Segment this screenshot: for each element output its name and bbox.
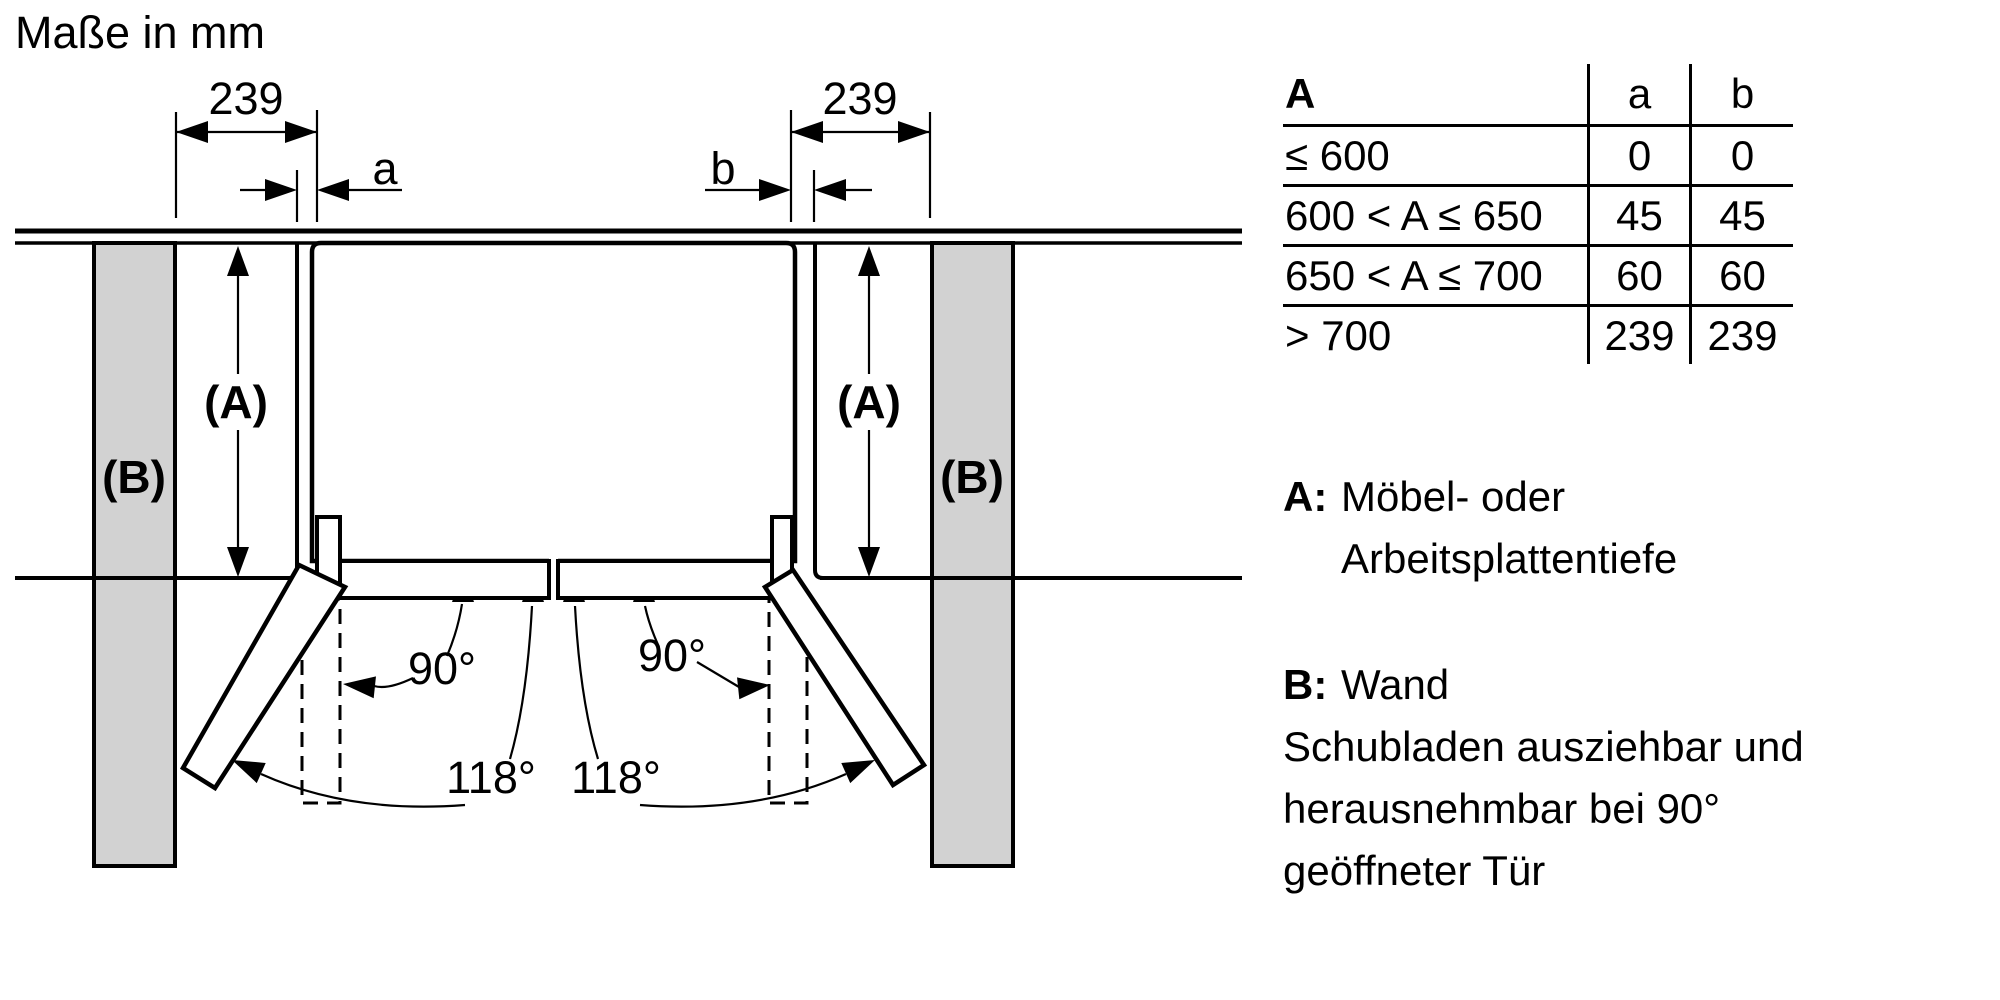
angle-90-left-label: 90°	[408, 643, 476, 694]
right-door-open-118	[761, 566, 928, 789]
table-cell-b: 45	[1689, 187, 1793, 244]
depth-label-right: (A)	[837, 376, 901, 428]
legend-text-A-line2: Arbeitsplattentiefe	[1341, 535, 1678, 582]
table-cell-a: 0	[1587, 127, 1689, 184]
clearance-table: A a b ≤ 600 0 0 600 < A ≤ 650 45 45 650 …	[1283, 64, 1793, 364]
legend-key-B: B:	[1283, 661, 1328, 708]
table-row: > 700 239 239	[1283, 307, 1793, 364]
right-wall-column	[930, 241, 1015, 868]
dim-239-right-label: 239	[822, 73, 897, 124]
depth-arrowheads	[227, 246, 880, 577]
legend: A: Möbel- oder Arbeitsplattentiefe B: Wa…	[1283, 466, 1943, 902]
table-cell-range: ≤ 600	[1285, 131, 1390, 179]
legend-note-line1: Schubladen ausziehbar und	[1283, 723, 1804, 770]
depth-label-left: (A)	[204, 376, 268, 428]
fridge-body	[309, 240, 798, 564]
table-row: ≤ 600 0 0	[1283, 127, 1793, 187]
table-cell-b: 60	[1689, 247, 1793, 304]
legend-entry-B: B: Wand	[1283, 654, 1943, 716]
left-90-side-leader	[373, 677, 414, 689]
table-cell-a: 60	[1587, 247, 1689, 304]
table-header-a: a	[1587, 64, 1689, 124]
dimension-a	[240, 170, 402, 222]
table-header-range: A	[1285, 70, 1316, 117]
table-cell-b: 239	[1689, 307, 1793, 364]
angle-118-left-label: 118°	[446, 752, 536, 803]
right-118-door-leader	[573, 605, 600, 760]
table-cell-range: 650 < A ≤ 700	[1285, 251, 1543, 299]
legend-entry-A: A: Möbel- oder Arbeitsplattentiefe	[1283, 466, 1943, 590]
angle-90-right-label: 90°	[638, 630, 706, 681]
left-118-door-leader	[508, 605, 534, 760]
table-row: 650 < A ≤ 700 60 60	[1283, 247, 1793, 307]
legend-key-A: A:	[1283, 473, 1328, 520]
legend-note-line3: geöffneter Tür	[1283, 847, 1546, 894]
legend-text-A: Möbel- oder Arbeitsplattentiefe	[1341, 466, 1943, 590]
legend-text-A-line1: Möbel- oder	[1341, 473, 1566, 520]
legend-text-B: Wand	[1341, 661, 1450, 708]
table-cell-a: 45	[1587, 187, 1689, 244]
table-header-b: b	[1689, 64, 1793, 124]
table-row: 600 < A ≤ 650 45 45	[1283, 187, 1793, 247]
left-cabinet-edge	[288, 243, 299, 580]
dimension-arrowheads	[176, 121, 930, 201]
left-door-closed	[338, 559, 551, 600]
right-118-arc	[639, 772, 847, 808]
angle-118-right-label: 118°	[571, 752, 661, 803]
dim-a-label: a	[372, 143, 398, 194]
wall-label-left: (B)	[102, 451, 166, 503]
table-cell-range: > 700	[1285, 311, 1392, 359]
wall-label-right: (B)	[940, 451, 1004, 503]
right-cabinet-edge	[813, 243, 824, 580]
left-wall-column	[92, 241, 177, 868]
dim-239-left-label: 239	[208, 73, 283, 124]
right-90-side-leader	[696, 661, 740, 688]
right-90-door-leader	[643, 605, 661, 648]
right-door-closed	[556, 559, 774, 600]
left-90-door-leader	[445, 603, 464, 657]
table-cell-b: 0	[1689, 127, 1793, 184]
angle-leaders	[260, 603, 847, 808]
left-118-arc	[260, 772, 466, 808]
legend-note-line2: herausnehmbar bei 90°	[1283, 785, 1721, 832]
table-cell-range: 600 < A ≤ 650	[1285, 191, 1543, 239]
dimension-b	[705, 170, 872, 222]
legend-spacer	[1283, 590, 1943, 654]
page-title: Maße in mm	[15, 7, 265, 58]
clearance-table-header: A a b	[1283, 64, 1793, 127]
left-door-open-118	[179, 562, 349, 792]
table-cell-a: 239	[1587, 307, 1689, 364]
dim-b-label: b	[710, 143, 735, 194]
